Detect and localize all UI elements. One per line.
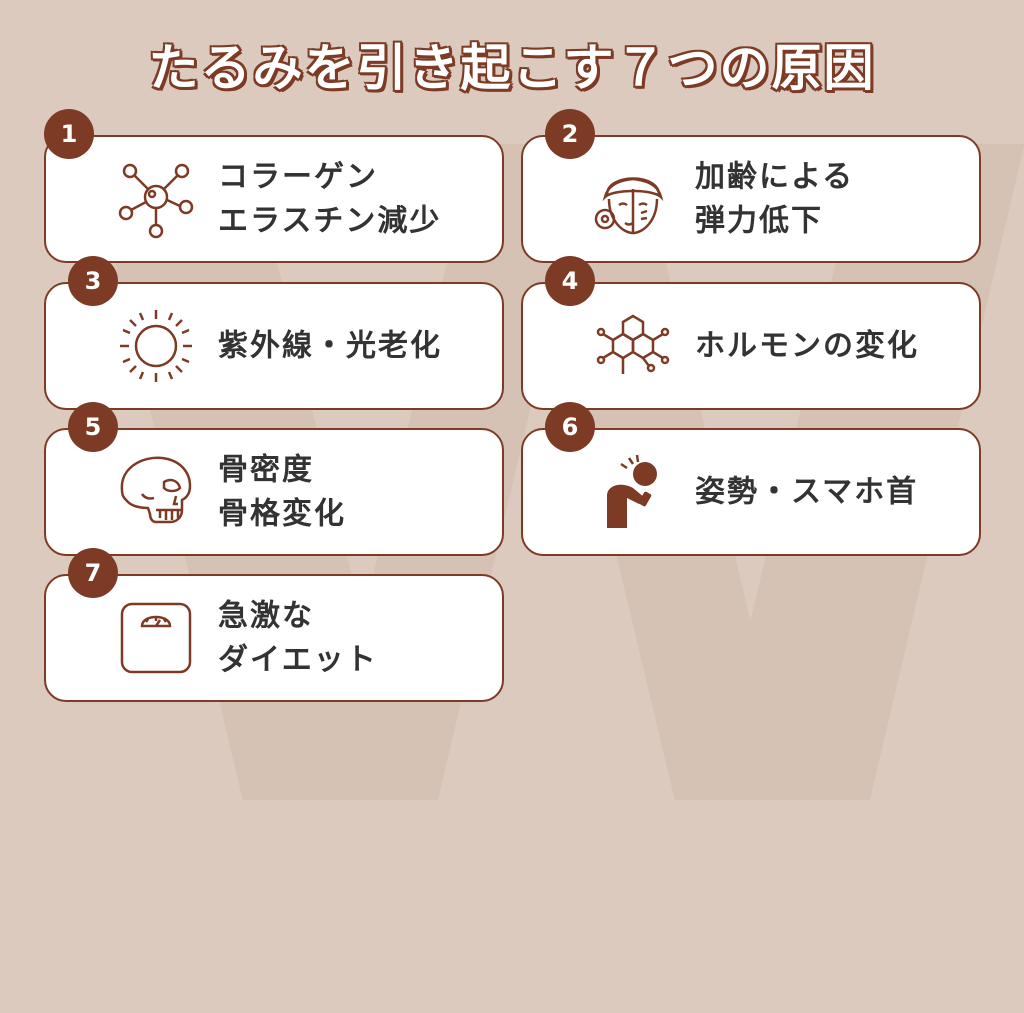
label-line-2: エラスチン減少 bbox=[218, 203, 442, 238]
aging-face-icon bbox=[594, 177, 664, 235]
cause-label: ホルモンの変化 bbox=[695, 324, 919, 368]
cause-label: 紫外線・光老化 bbox=[218, 324, 442, 368]
label-line-2: 弾力低下 bbox=[695, 203, 823, 238]
number-badge: 3 bbox=[68, 256, 118, 306]
label-line-2: ダイエット bbox=[218, 642, 378, 677]
cause-card-1: 1 コラーゲン エラスチン減少 bbox=[44, 109, 504, 263]
cause-card-2: 2 加齢による 弾力低下 bbox=[521, 109, 981, 263]
sun-icon bbox=[120, 310, 192, 382]
number-badge: 5 bbox=[68, 402, 118, 452]
number-badge: 2 bbox=[545, 109, 595, 159]
page-title: たるみを引き起こす７つの原因 bbox=[148, 39, 876, 97]
cause-label: コラーゲン エラスチン減少 bbox=[218, 156, 441, 243]
label-line-1: 急激な bbox=[218, 598, 314, 634]
cause-label: 姿勢・スマホ首 bbox=[695, 470, 918, 514]
cause-card-7: 7 急激な ダイエット bbox=[44, 548, 504, 702]
label-line-1: 加齢による bbox=[695, 159, 855, 195]
cause-label: 急激な ダイエット bbox=[218, 595, 378, 682]
cause-card-5: 5 骨密度 骨格変化 bbox=[44, 402, 504, 556]
smartphone-neck-icon bbox=[607, 454, 657, 528]
hormone-molecule-icon bbox=[596, 314, 670, 374]
number-badge: 1 bbox=[44, 109, 94, 159]
cause-label: 加齢による 弾力低下 bbox=[695, 156, 854, 243]
scale-icon bbox=[120, 602, 192, 674]
label-line-1: 姿勢・スマホ首 bbox=[695, 474, 919, 510]
cause-label: 骨密度 骨格変化 bbox=[218, 449, 346, 536]
number-badge: 4 bbox=[545, 256, 595, 306]
label-line-1: 紫外線・光老化 bbox=[218, 328, 442, 364]
label-line-2: 骨格変化 bbox=[218, 496, 346, 531]
number-badge: 7 bbox=[68, 548, 118, 598]
cause-card-6: 6 姿勢・スマホ首 bbox=[521, 402, 981, 556]
cause-card-4: 4 ホルモンの変化 bbox=[521, 256, 981, 410]
cause-card-3: 3 紫外線・光老化 bbox=[44, 256, 504, 410]
label-line-1: ホルモンの変化 bbox=[695, 328, 919, 364]
molecule-icon bbox=[118, 163, 194, 239]
label-line-1: コラーゲン bbox=[218, 159, 378, 195]
label-line-1: 骨密度 bbox=[218, 452, 314, 488]
skull-icon bbox=[120, 456, 192, 524]
number-badge: 6 bbox=[545, 402, 595, 452]
